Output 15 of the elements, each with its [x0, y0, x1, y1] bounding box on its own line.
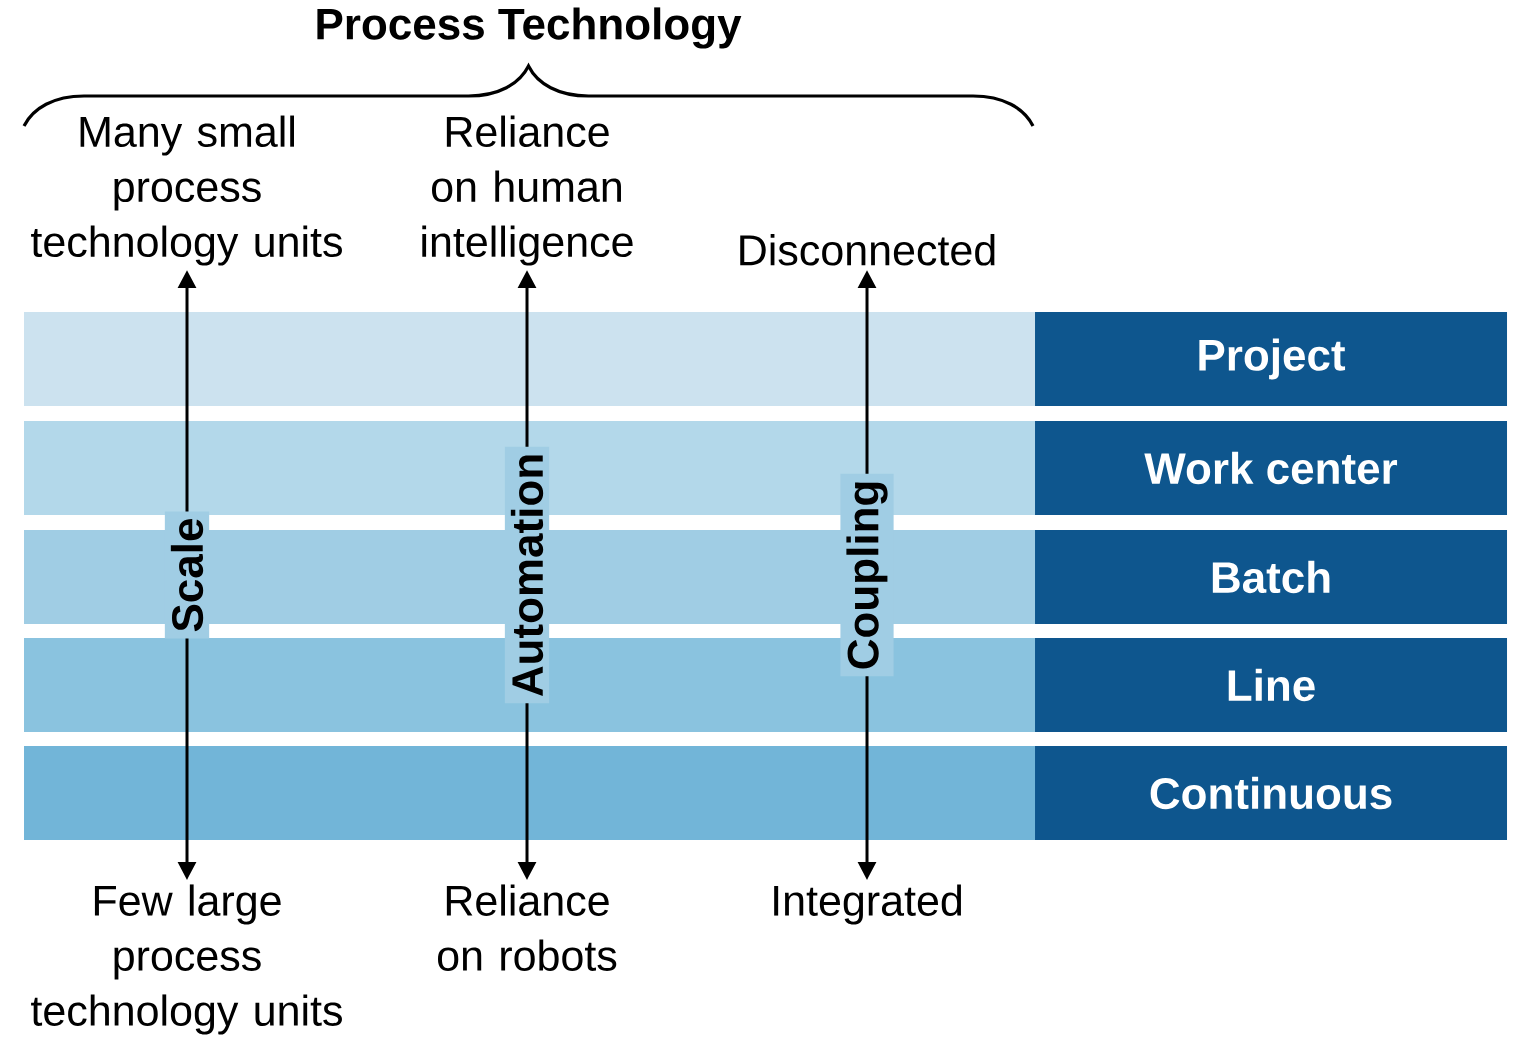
- axis-label: Automation: [504, 446, 550, 704]
- axis-end-text: Disconnected: [740, 234, 995, 266]
- axis-end-text: Reliance on robots: [438, 884, 617, 971]
- process-type-box: Project: [1035, 312, 1507, 406]
- axis-end-text: Reliance on human intelligence: [422, 115, 633, 266]
- process-type-box: Continuous: [1035, 746, 1507, 840]
- axis-label: Scale: [164, 511, 210, 639]
- process-type-box: Work center: [1035, 421, 1507, 515]
- axis-label: Coupling: [840, 473, 894, 677]
- axis-end-text: Few large process technology units: [31, 884, 342, 1035]
- process-type-box: Line: [1035, 638, 1507, 732]
- axis-end-text: Integrated: [774, 884, 962, 925]
- process-type-box: Batch: [1035, 530, 1507, 624]
- title: Process Technology: [317, 7, 742, 49]
- axis-end-text: Many small process technology units: [31, 115, 342, 266]
